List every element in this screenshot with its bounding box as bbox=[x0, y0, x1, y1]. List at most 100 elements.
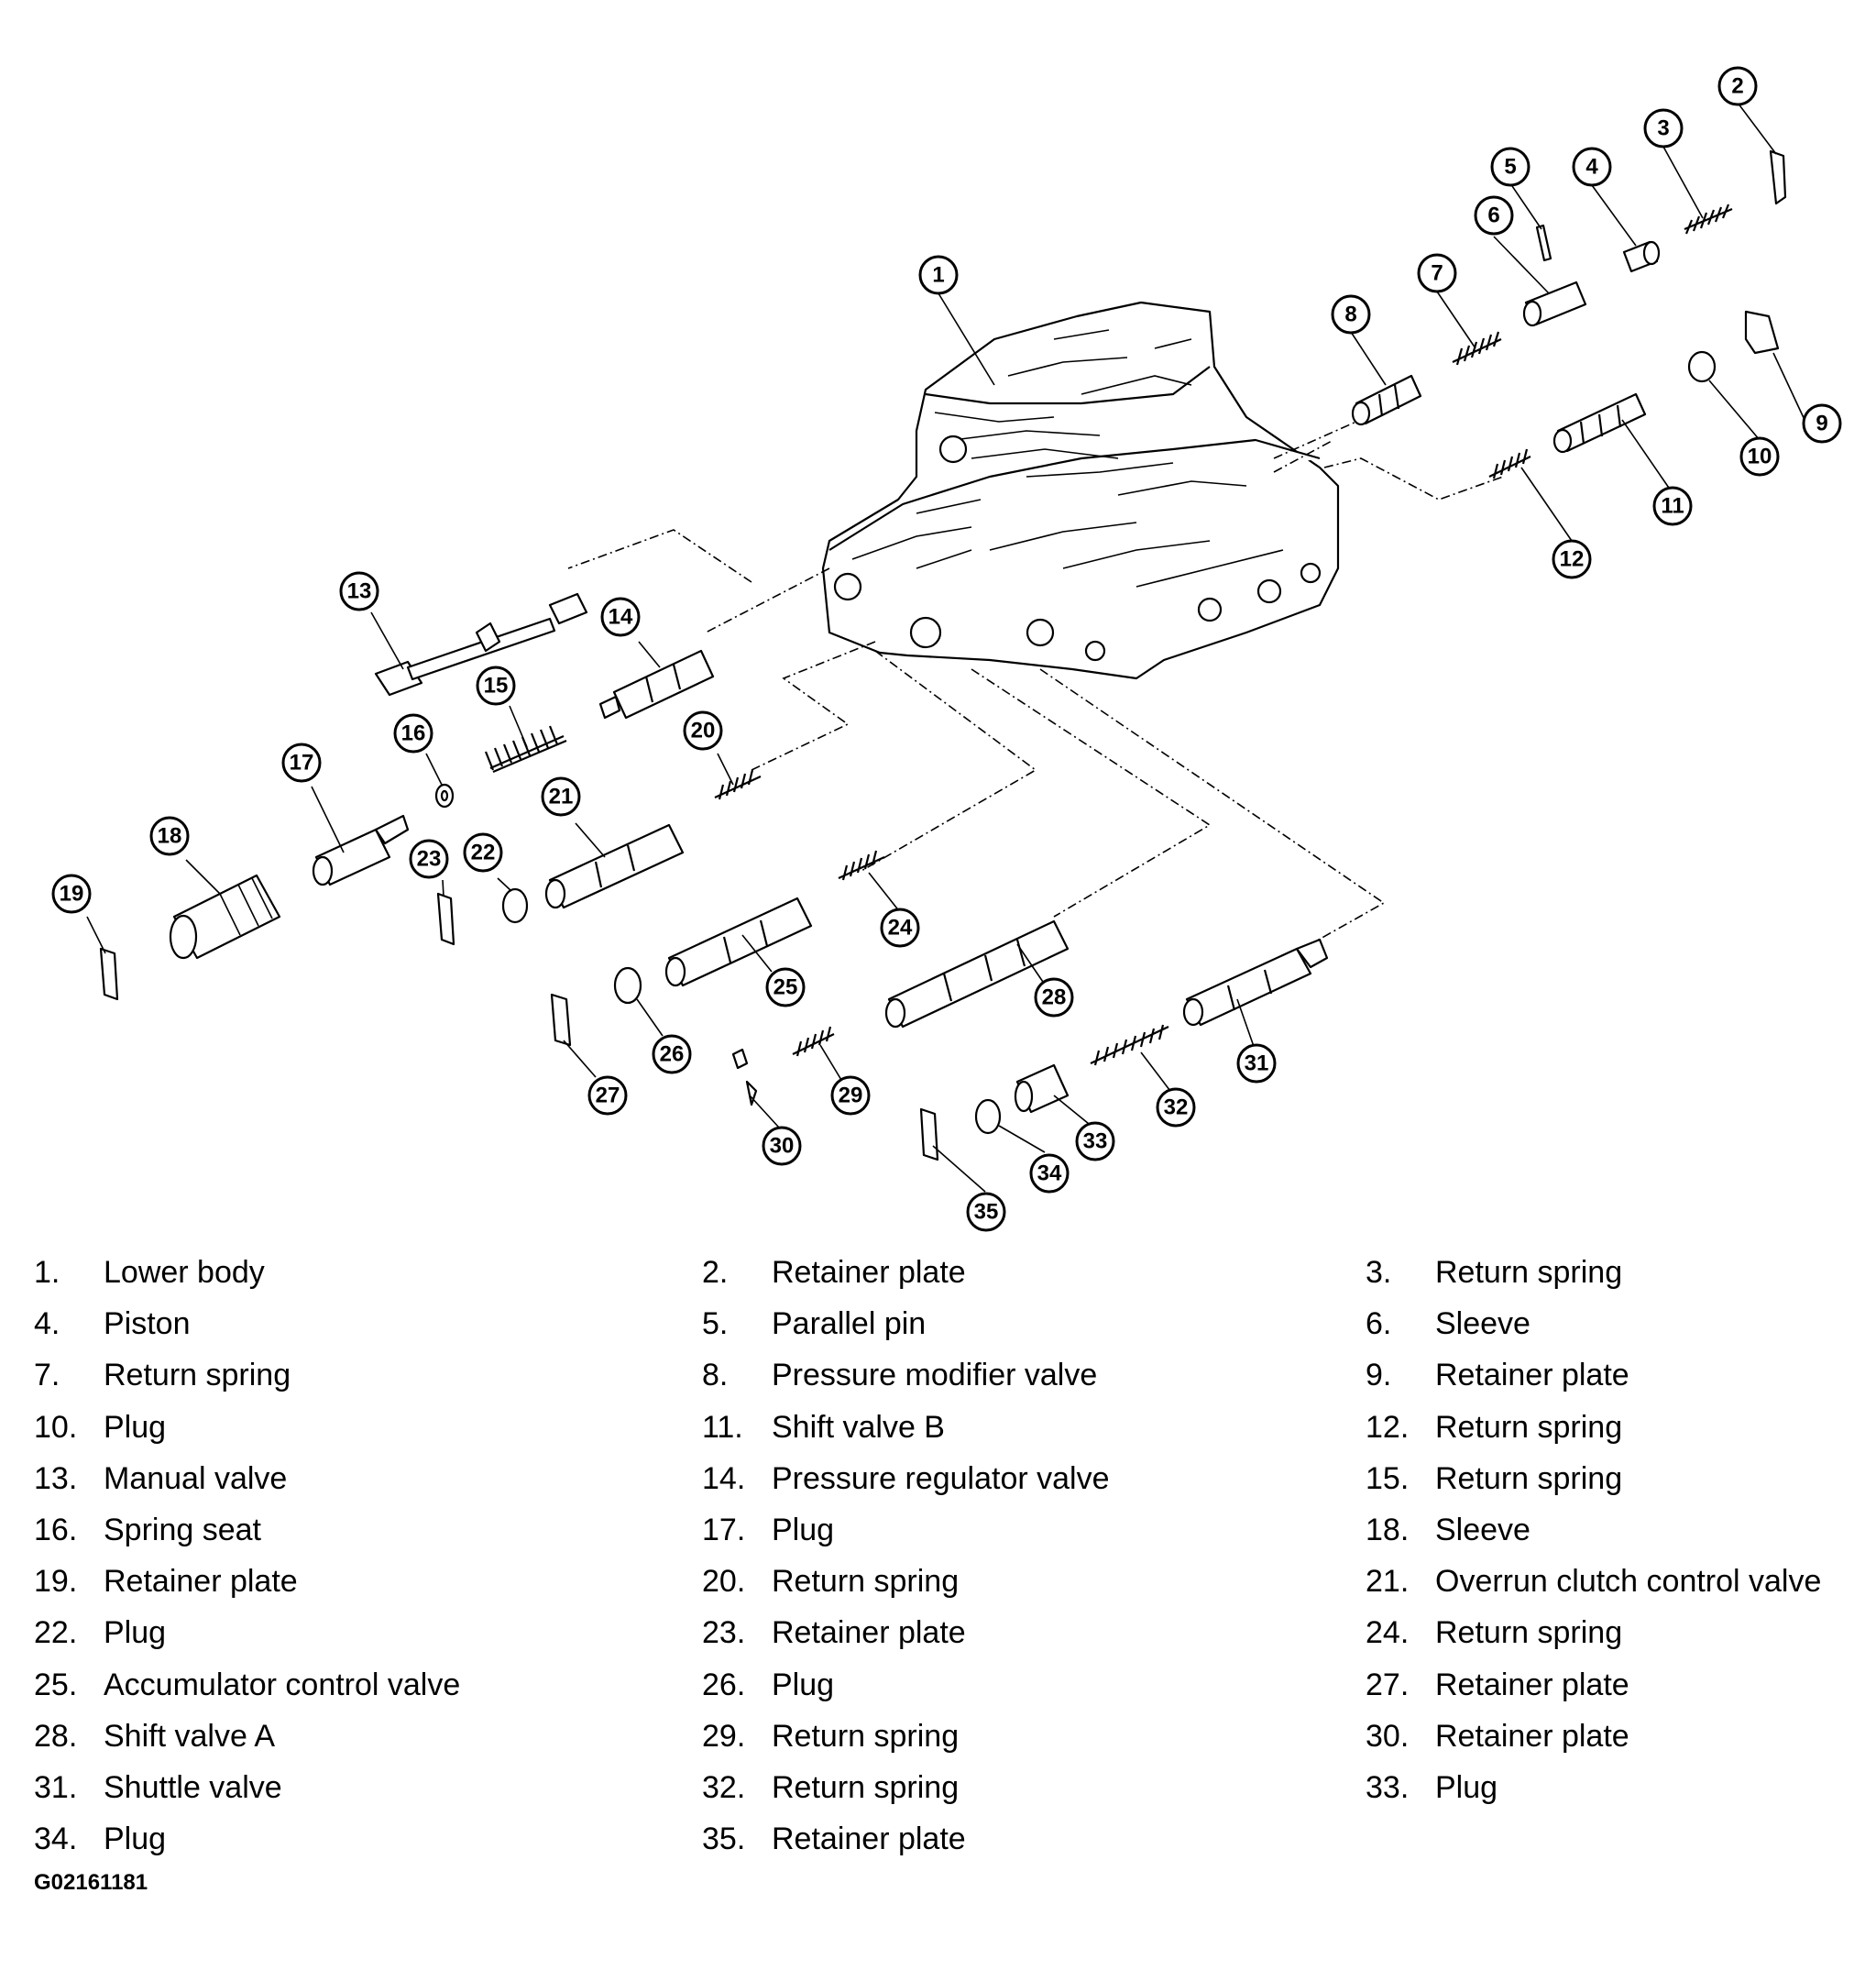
legend-label: Accumulator control valve bbox=[104, 1667, 461, 1702]
callout-4: 4 bbox=[1572, 147, 1612, 187]
callout-6: 6 bbox=[1474, 195, 1514, 236]
legend-label: Retainer plate bbox=[1435, 1718, 1629, 1754]
legend-label: Return spring bbox=[1435, 1615, 1623, 1651]
legend-number: 13. bbox=[34, 1460, 78, 1496]
legend-label: Retainer plate bbox=[772, 1615, 966, 1651]
callout-5: 5 bbox=[1490, 147, 1530, 187]
callout-29: 29 bbox=[830, 1075, 871, 1116]
legend-number: 2. bbox=[702, 1255, 729, 1290]
legend-label: Return spring bbox=[772, 1718, 960, 1754]
legend-number: 27. bbox=[1366, 1667, 1410, 1702]
svg-text:21: 21 bbox=[549, 785, 574, 809]
legend-number: 12. bbox=[1366, 1409, 1410, 1445]
legend-label: Shuttle valve bbox=[104, 1770, 282, 1805]
callout-20: 20 bbox=[683, 710, 723, 751]
svg-text:31: 31 bbox=[1245, 1051, 1269, 1076]
callout-28: 28 bbox=[1034, 977, 1074, 1018]
svg-text:35: 35 bbox=[974, 1200, 999, 1225]
callout-balloons: 1234567891011121314151617181920212223242… bbox=[51, 66, 1842, 1232]
callout-26: 26 bbox=[652, 1034, 692, 1074]
legend-number: 5. bbox=[702, 1306, 729, 1342]
legend-label: Shift valve B bbox=[772, 1409, 945, 1445]
callout-13: 13 bbox=[339, 571, 379, 611]
legend-label: Retainer plate bbox=[1435, 1667, 1629, 1702]
legend-number: 19. bbox=[34, 1564, 78, 1600]
callout-23: 23 bbox=[409, 839, 449, 879]
callout-30: 30 bbox=[762, 1126, 802, 1166]
legend-label: Plug bbox=[772, 1513, 835, 1547]
svg-text:2: 2 bbox=[1731, 74, 1743, 99]
svg-text:24: 24 bbox=[888, 916, 913, 941]
legend-label: Plug bbox=[104, 1821, 167, 1857]
callout-16: 16 bbox=[393, 713, 433, 754]
legend-number: 22. bbox=[34, 1615, 78, 1651]
svg-text:10: 10 bbox=[1748, 445, 1772, 469]
svg-text:14: 14 bbox=[609, 605, 633, 630]
legend-number: 33. bbox=[1366, 1770, 1410, 1805]
legend-number: 24. bbox=[1366, 1615, 1410, 1651]
svg-text:13: 13 bbox=[347, 579, 372, 604]
callout-1: 1 bbox=[918, 255, 959, 295]
legend-label: Lower body bbox=[104, 1255, 265, 1290]
legend-number: 8. bbox=[702, 1358, 729, 1393]
lower-body-part bbox=[821, 301, 1340, 680]
legend-number: 3. bbox=[1366, 1255, 1392, 1290]
callout-9: 9 bbox=[1802, 403, 1842, 444]
legend-number: 10. bbox=[34, 1409, 78, 1445]
legend-label: Plug bbox=[772, 1667, 835, 1702]
callout-25: 25 bbox=[765, 967, 806, 1007]
callout-21: 21 bbox=[541, 776, 581, 817]
alignment-lines bbox=[567, 421, 1504, 945]
svg-text:1: 1 bbox=[932, 263, 944, 288]
svg-text:33: 33 bbox=[1083, 1129, 1108, 1154]
legend-number: 23. bbox=[702, 1615, 746, 1651]
legend-label: Retainer plate bbox=[772, 1255, 966, 1290]
legend-number: 20. bbox=[702, 1564, 746, 1600]
svg-text:12: 12 bbox=[1560, 547, 1585, 572]
svg-text:6: 6 bbox=[1487, 204, 1499, 228]
svg-text:11: 11 bbox=[1661, 494, 1684, 519]
legend-label: Sleeve bbox=[1435, 1513, 1530, 1547]
legend-number: 34. bbox=[34, 1821, 78, 1857]
legend-label: Retainer plate bbox=[1435, 1358, 1629, 1393]
legend-number: 35. bbox=[702, 1821, 746, 1857]
legend-label: Pressure regulator valve bbox=[772, 1460, 1110, 1496]
legend-number: 9. bbox=[1366, 1358, 1392, 1393]
legend-label: Plug bbox=[104, 1615, 167, 1651]
legend-number: 1. bbox=[34, 1255, 60, 1290]
svg-text:8: 8 bbox=[1344, 303, 1356, 327]
legend-label: Retainer plate bbox=[772, 1821, 966, 1857]
legend-label: Return spring bbox=[1435, 1255, 1623, 1290]
svg-text:28: 28 bbox=[1042, 985, 1067, 1010]
svg-text:34: 34 bbox=[1037, 1161, 1062, 1186]
svg-text:19: 19 bbox=[60, 882, 84, 907]
valve-parts bbox=[99, 149, 1787, 1161]
legend-number: 18. bbox=[1366, 1513, 1410, 1547]
legend-label: Return spring bbox=[1435, 1460, 1623, 1496]
legend-number: 28. bbox=[34, 1718, 78, 1754]
callout-11: 11 bbox=[1652, 486, 1693, 526]
legend-number: 30. bbox=[1366, 1718, 1410, 1754]
callout-12: 12 bbox=[1552, 539, 1592, 579]
callout-15: 15 bbox=[476, 666, 516, 706]
svg-text:30: 30 bbox=[770, 1134, 795, 1159]
legend-label: Spring seat bbox=[104, 1513, 261, 1547]
callout-8: 8 bbox=[1331, 294, 1371, 335]
svg-text:25: 25 bbox=[773, 975, 798, 1000]
callout-14: 14 bbox=[600, 597, 641, 637]
legend-number: 4. bbox=[34, 1306, 60, 1342]
parts-legend: 1. Lower body 2. Retainer plate 3. Return spr… bbox=[0, 1233, 1876, 1875]
legend-number: 25. bbox=[34, 1667, 78, 1702]
svg-text:26: 26 bbox=[660, 1042, 685, 1067]
legend-number: 29. bbox=[702, 1718, 746, 1754]
diagram-canvas: 1234567891011121314151617181920212223242… bbox=[51, 66, 1842, 1232]
legend-number: 14. bbox=[702, 1460, 746, 1496]
svg-text:17: 17 bbox=[290, 751, 314, 776]
callout-35: 35 bbox=[966, 1192, 1006, 1232]
legend-label: Overrun clutch control valve bbox=[1435, 1564, 1822, 1600]
callout-31: 31 bbox=[1236, 1043, 1277, 1084]
callout-10: 10 bbox=[1739, 436, 1780, 477]
callout-19: 19 bbox=[51, 874, 92, 914]
svg-text:5: 5 bbox=[1504, 155, 1516, 180]
legend-label: Plug bbox=[104, 1409, 167, 1445]
